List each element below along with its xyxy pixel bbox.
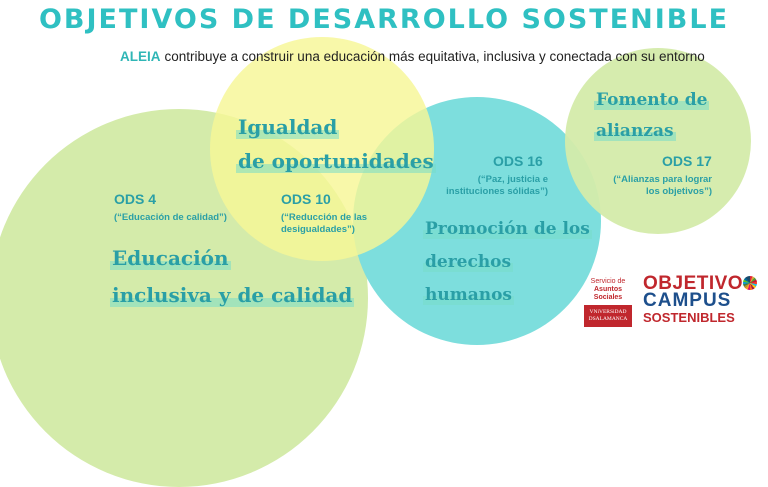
igualdad-heading: Igualdad xyxy=(236,115,340,139)
educacion-heading-line1-wrap: Educación xyxy=(110,246,231,270)
ods10-desc: (“Reducción de las desigualdades”) xyxy=(281,212,367,236)
derechos-heading-line1-wrap: Promoción de los xyxy=(423,219,592,239)
servicio-line1: Servicio de xyxy=(590,278,626,285)
derechos-heading-line2-wrap: derechos xyxy=(423,252,514,272)
objetivo-campus-logo: OBJETIVO CAMPUS SOSTENIBLES xyxy=(643,273,758,326)
ods17-desc-line1: (“Alianzas para lograr xyxy=(613,174,712,185)
subtitle-text: contribuye a construir una educación más… xyxy=(164,49,705,64)
alianzas-heading-line1: Fomento de xyxy=(594,90,710,110)
ods16-label: ODS 16 xyxy=(493,153,543,169)
derechos-heading-line3-wrap: humanos xyxy=(423,285,514,305)
igualdad-heading-line2: de oportunidades xyxy=(236,149,436,173)
alianzas-heading-line2: alianzas xyxy=(594,121,676,141)
educacion-heading-line2: inclusiva y de calidad xyxy=(110,283,355,307)
alianzas-heading-line2-wrap: alianzas xyxy=(594,121,676,141)
ods4-label: ODS 4 xyxy=(114,191,157,207)
ods17-desc: (“Alianzas para lograr los objetivos”) xyxy=(592,174,712,198)
derechos-heading-line3: humanos xyxy=(423,285,514,305)
usal-line1: VNiVERSiDAD xyxy=(589,309,627,315)
ods4-desc: (“Educación de calidad”) xyxy=(114,212,227,223)
sdg-wheel-icon xyxy=(743,276,758,290)
campus-line2: CAMPUS xyxy=(643,290,732,311)
igualdad-heading-line2-wrap: de oportunidades xyxy=(236,149,436,173)
circle-alianzas xyxy=(565,48,751,234)
ods17-label: ODS 17 xyxy=(662,153,712,169)
ods10-desc-line2: desigualdades”) xyxy=(281,224,355,235)
usal-asuntos-sociales-logo: Servicio de Asuntos Sociales VNiVERSiDAD… xyxy=(582,278,634,327)
derechos-heading-line1: Promoción de los xyxy=(423,219,592,239)
ods10-label: ODS 10 xyxy=(281,191,331,207)
ods10-desc-line1: (“Reducción de las xyxy=(281,212,368,223)
servicio-line2: Asuntos xyxy=(594,286,622,293)
page-title: OBJETIVOS DE DESARROLLO SOSTENIBLE xyxy=(38,4,730,35)
brand-name: ALEIA xyxy=(120,49,161,64)
educacion-heading-line1: Educación xyxy=(110,246,231,270)
usal-line2: DSALAMANCA xyxy=(588,316,628,322)
usal-seal: VNiVERSiDAD DSALAMANCA xyxy=(584,305,632,327)
ods17-desc-line2: los objetivos”) xyxy=(646,186,712,197)
igualdad-heading-line1: Igualdad xyxy=(236,115,340,139)
educacion-heading-line2-wrap: inclusiva y de calidad xyxy=(110,283,355,307)
campus-line3: SOSTENIBLES xyxy=(643,310,735,325)
ods16-desc: (“Paz, justicia e instituciones sólidas”… xyxy=(430,174,548,198)
ods16-desc-line1: (“Paz, justicia e xyxy=(477,174,548,185)
alianzas-heading-line1-wrap: Fomento de xyxy=(594,90,710,110)
campus-line1: OBJETIVO xyxy=(643,273,744,294)
servicio-line3: Sociales xyxy=(593,294,623,301)
derechos-heading-line2: derechos xyxy=(423,252,514,272)
ods16-desc-line2: instituciones sólidas”) xyxy=(446,186,548,197)
